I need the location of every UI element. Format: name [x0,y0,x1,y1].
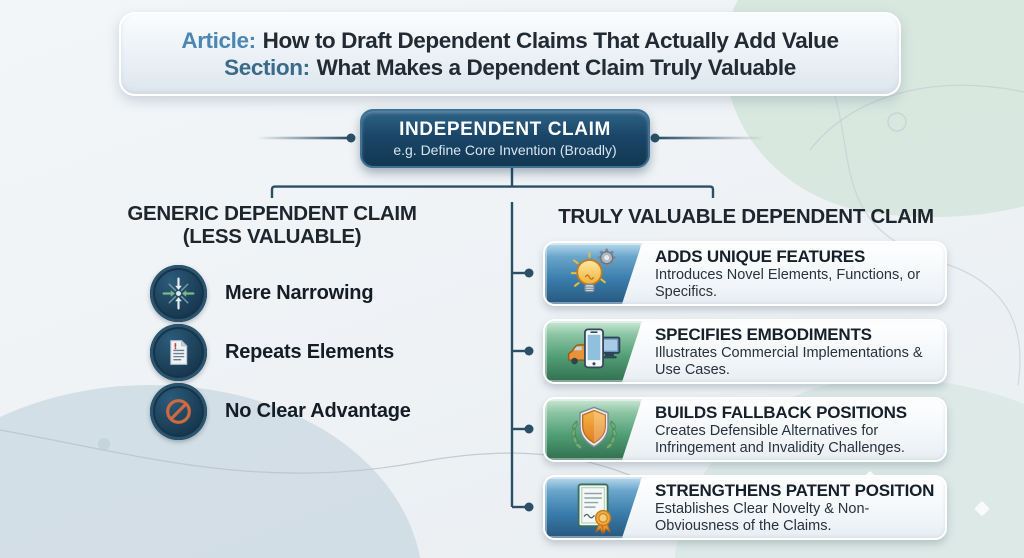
card-text: BUILDS FALLBACK POSITIONS Creates Defens… [655,399,945,460]
list-item-label: Repeats Elements [225,340,395,363]
article-label: Article: [181,27,256,53]
card-description: Establishes Clear Novelty & Non-Obviousn… [655,500,870,534]
left-branch-title-line1: GENERIC DEPENDENT CLAIM [127,202,417,225]
node-left-line [256,136,348,140]
card-text: SPECIFIES EMBODIMENTS Illustrates Commer… [655,321,945,382]
node-title: INDEPENDENT CLAIM [399,119,611,140]
devices-icon [545,321,642,382]
list-item: Repeats Elements [150,323,411,381]
card-title: STRENGTHENS PATENT POSITION [655,480,935,500]
list-item-label: No Clear Advantage [225,399,411,422]
article-line: Article:How to Draft Dependent Claims Th… [181,27,839,54]
card-title: BUILDS FALLBACK POSITIONS [655,402,907,422]
value-card-list: ADDS UNIQUE FEATURES Introduces Novel El… [543,241,947,540]
article-title: How to Draft Dependent Claims That Actua… [262,27,839,53]
generic-claim-list: Mere Narrowing Repeats Elements [150,264,411,441]
right-branch-title: TRULY VALUABLE DEPENDENT CLAIM [558,205,934,228]
left-branch-title-line2: (LESS VALUABLE) [182,224,362,248]
value-card-builds-fallback-positions: BUILDS FALLBACK POSITIONS Creates Defens… [543,397,947,462]
list-item: Mere Narrowing [150,264,411,322]
independent-claim-node: INDEPENDENT CLAIM e.g. Define Core Inven… [360,109,650,168]
converge-arrows-icon [150,264,207,322]
list-item: No Clear Advantage [150,382,411,440]
value-card-strengthens-patent-position: STRENGTHENS PATENT POSITION Establishes … [543,475,947,540]
lightbulb-gear-icon [545,243,642,304]
section-title: What Makes a Dependent Claim Truly Valua… [316,54,797,80]
card-text: STRENGTHENS PATENT POSITION Establishes … [655,477,945,538]
title-card: Article:How to Draft Dependent Claims Th… [119,12,901,96]
left-branch-title: GENERIC DEPENDENT CLAIM (LESS VALUABLE) [77,202,467,249]
card-title: ADDS UNIQUE FEATURES [655,246,866,266]
document-icon [150,323,207,381]
list-item-label: Mere Narrowing [225,281,374,304]
node-subtitle: e.g. Define Core Invention (Broadly) [393,142,617,158]
section-line: Section:What Makes a Dependent Claim Tru… [224,55,796,81]
card-description: Creates Defensible Alternatives for Infr… [655,422,905,456]
value-card-specifies-embodiments: SPECIFIES EMBODIMENTS Illustrates Commer… [543,319,947,384]
value-card-adds-unique-features: ADDS UNIQUE FEATURES Introduces Novel El… [543,241,947,306]
card-description: Introduces Novel Elements, Functions, or… [655,266,921,300]
shield-laurel-icon [545,399,642,460]
card-text: ADDS UNIQUE FEATURES Introduces Novel El… [655,243,945,304]
certificate-ribbon-icon [545,477,642,538]
card-title: SPECIFIES EMBODIMENTS [655,324,872,344]
section-label: Section: [224,54,310,80]
no-entry-icon [150,382,207,440]
card-description: Illustrates Commercial Implementations &… [655,344,923,378]
